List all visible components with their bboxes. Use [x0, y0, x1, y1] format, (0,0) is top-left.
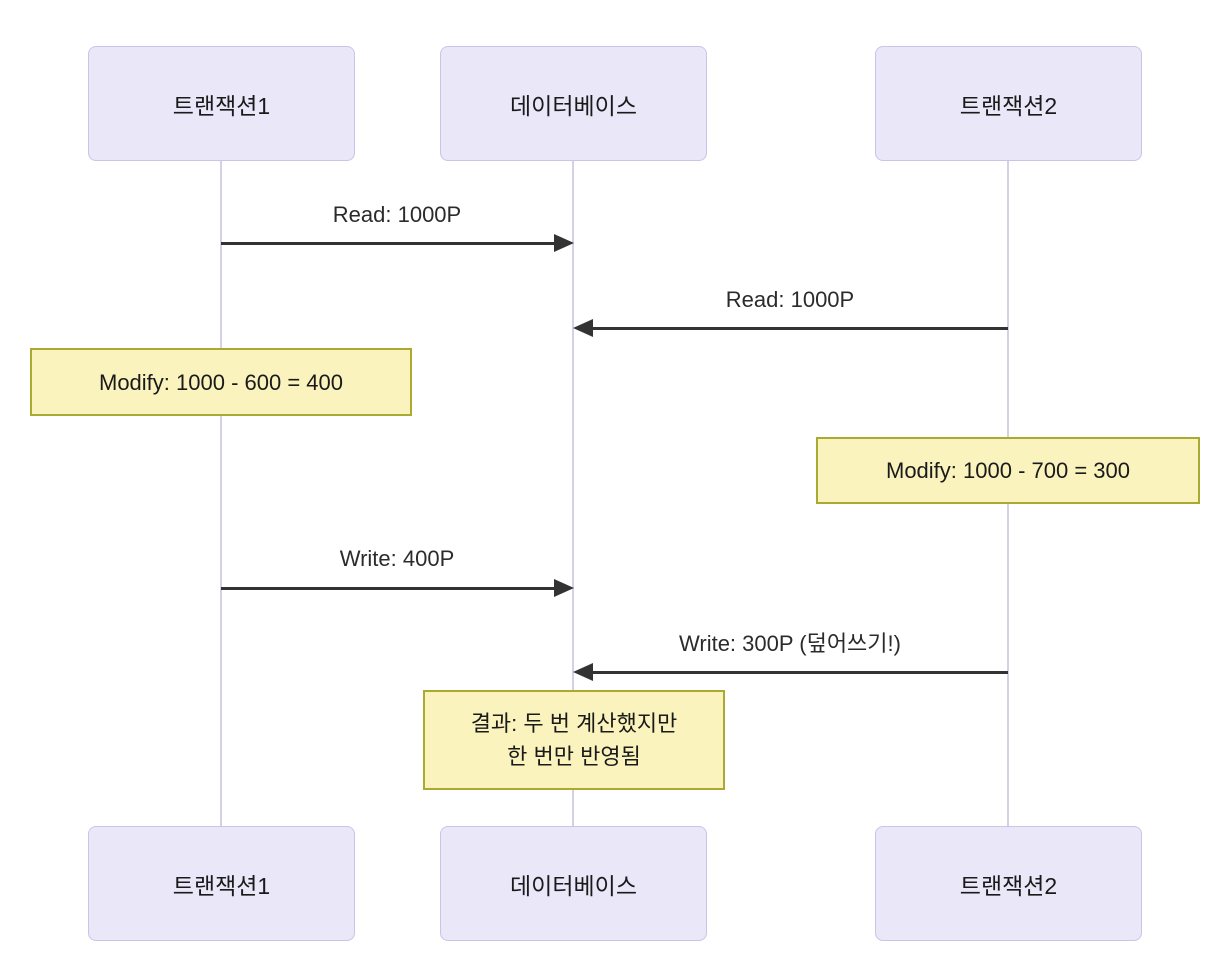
actor-label-transaction2: 트랜잭션2: [959, 872, 1058, 899]
actor-box-database-top: 데이터베이스: [440, 46, 707, 161]
actor-box-transaction2-bottom: 트랜잭션2: [875, 826, 1142, 941]
actor-box-transaction2-top: 트랜잭션2: [875, 46, 1142, 161]
note-text-line2: 한 번만 반영됨: [507, 744, 641, 769]
message-arrow-write-t1: [221, 587, 554, 590]
message-label-write-t1: Write: 400P: [339, 546, 455, 571]
actor-box-transaction1-bottom: 트랜잭션1: [88, 826, 355, 941]
actor-label-transaction1: 트랜잭션1: [172, 92, 271, 119]
actor-label-database: 데이터베이스: [510, 872, 637, 899]
lifeline-transaction1: [220, 161, 222, 826]
message-label-read-t1: Read: 1000P: [332, 202, 462, 227]
actor-label-transaction1: 트랜잭션1: [172, 872, 271, 899]
message-arrow-write-t2: [593, 671, 1008, 674]
message-arrow-read-t1: [221, 242, 554, 245]
arrowhead-left-icon: [573, 663, 593, 681]
lifeline-database: [572, 161, 574, 826]
arrowhead-right-icon: [554, 234, 574, 252]
actor-label-database: 데이터베이스: [510, 92, 637, 119]
message-label-write-t2: Write: 300P (덮어쓰기!): [679, 631, 901, 656]
arrowhead-right-icon: [554, 579, 574, 597]
actor-box-database-bottom: 데이터베이스: [440, 826, 707, 941]
note-text: Modify: 1000 - 600 = 400: [99, 369, 343, 395]
note-text-line1: 결과: 두 번 계산했지만: [470, 711, 678, 736]
message-label-read-t2: Read: 1000P: [725, 287, 855, 312]
message-arrow-read-t2: [593, 327, 1008, 330]
actor-box-transaction1-top: 트랜잭션1: [88, 46, 355, 161]
note-text: Modify: 1000 - 700 = 300: [886, 458, 1130, 483]
arrowhead-left-icon: [573, 319, 593, 337]
note-modify-t1: Modify: 1000 - 600 = 400: [30, 348, 412, 416]
note-modify-t2: Modify: 1000 - 700 = 300: [816, 437, 1200, 504]
actor-label-transaction2: 트랜잭션2: [959, 92, 1058, 119]
note-result-database: 결과: 두 번 계산했지만 한 번만 반영됨: [423, 690, 725, 790]
